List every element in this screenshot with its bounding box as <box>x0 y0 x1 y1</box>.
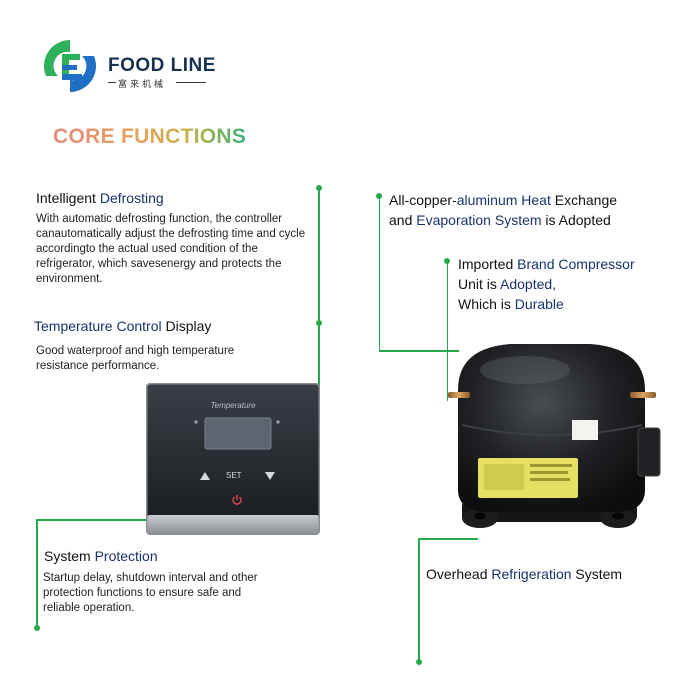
connector-line <box>36 519 146 521</box>
set-button[interactable]: SET <box>226 471 242 480</box>
connector-dot <box>315 185 322 191</box>
heat-exchange-title: All-copper-aluminum Heat Exchange and Ev… <box>389 192 618 228</box>
protection-description: Startup delay, shutdown interval and oth… <box>43 572 258 614</box>
connector-line <box>318 188 320 410</box>
connector-line <box>36 519 38 629</box>
defrost-title: Intelligent Defrosting <box>36 190 164 206</box>
brand-name: FOOD LINE <box>108 55 216 76</box>
brand-logo-icon <box>43 40 96 92</box>
brand-rule-left <box>108 82 116 83</box>
connector-dot <box>33 625 40 631</box>
connector-dot <box>415 659 422 665</box>
compressor-title: Imported Brand Compressor Unit is Adopte… <box>458 256 635 312</box>
connector-line <box>378 196 380 351</box>
defrost-description: With automatic defrosting function, the … <box>36 213 306 285</box>
panel-label: Temperature <box>210 401 256 410</box>
overhead-title: Overhead Refrigeration System <box>426 566 623 582</box>
brand-rule-right <box>176 82 206 83</box>
down-arrow-icon[interactable] <box>264 471 276 481</box>
temp-display-title: Temperature Control Display <box>34 318 212 334</box>
page-title: CORE FUNCTIONS <box>53 125 247 148</box>
up-arrow-icon[interactable] <box>199 471 211 481</box>
connector-line <box>378 350 459 352</box>
connector-line <box>418 538 478 540</box>
protection-title: System Protection <box>44 548 158 564</box>
panel-illustration <box>146 383 320 535</box>
temp-display-description: Good waterproof and high temperature res… <box>36 345 235 372</box>
compressor-illustration <box>448 344 661 528</box>
connector-line <box>418 538 420 662</box>
power-icon[interactable] <box>231 494 243 506</box>
temperature-control-panel: Temperature SET <box>146 383 320 535</box>
brand-subtitle: 富来机械 <box>118 79 167 89</box>
connector-dot <box>315 320 322 326</box>
connector-line <box>446 261 448 401</box>
